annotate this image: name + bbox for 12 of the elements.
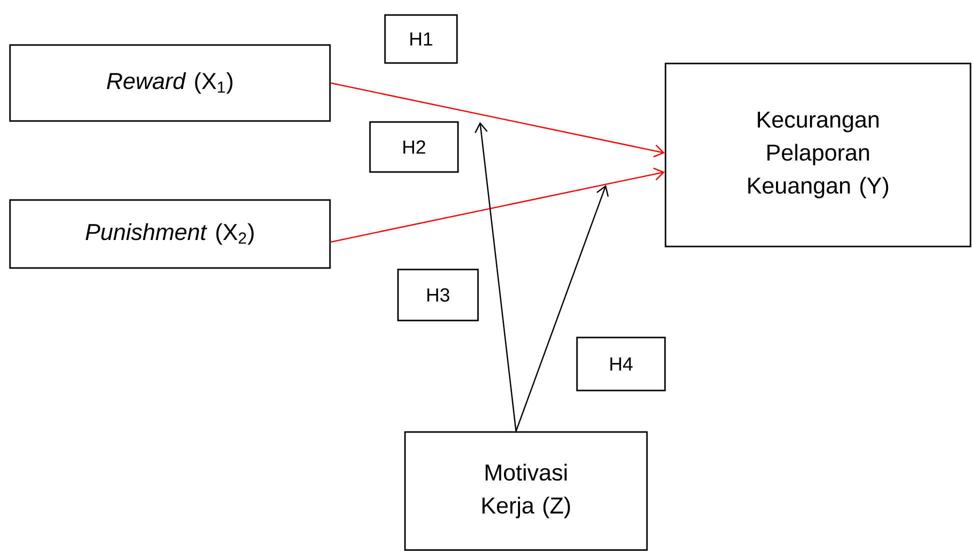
arrow	[474, 122, 517, 432]
arrow	[330, 82, 665, 158]
arrow	[515, 185, 609, 432]
hypothesis-label-box: H3	[397, 268, 479, 322]
variable-box: Reward (X$_{1}$)	[9, 44, 331, 122]
variable-box: Punishment (X$_{2}$)	[9, 199, 331, 269]
variable-box: Motivasi Kerja (Z)	[404, 431, 648, 551]
hypothesis-label-box: H4	[576, 336, 666, 392]
arrow	[330, 168, 665, 243]
hypothesis-label-box: H1	[384, 14, 458, 64]
variable-box: Kecurangan Pelaporan Keuangan (Y)	[664, 62, 972, 248]
hypothesis-label-box: H2	[369, 121, 459, 173]
